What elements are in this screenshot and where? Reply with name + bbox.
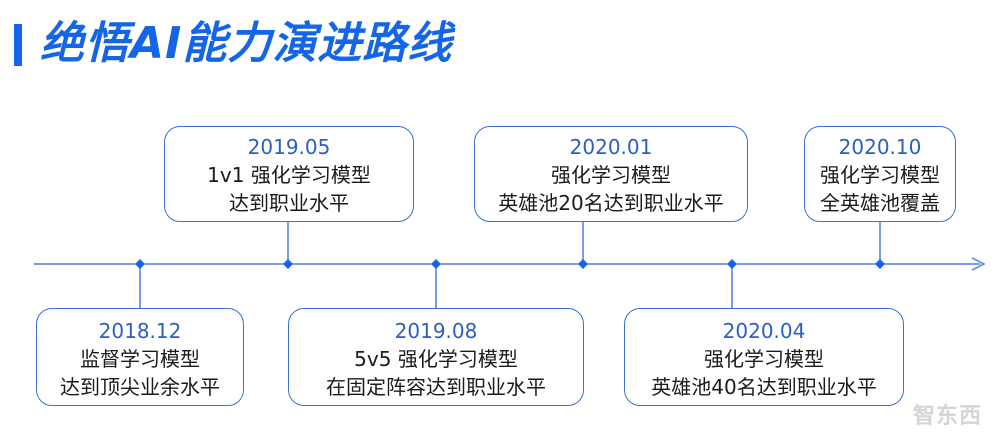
milestone-marker-3 [578, 259, 588, 269]
milestone-marker-0 [135, 259, 145, 269]
milestone-date: 2018.12 [98, 319, 182, 343]
milestone-card-2020-01: 2020.01 强化学习模型 英雄池20名达到职业水平 [474, 126, 748, 222]
milestone-markers [135, 259, 885, 269]
page-title: 绝悟AI能力演进路线 [40, 18, 453, 69]
milestone-line-2: 达到职业水平 [229, 191, 349, 215]
milestone-marker-1 [283, 259, 293, 269]
milestone-card-2019-05: 2019.05 1v1 强化学习模型 达到职业水平 [164, 126, 414, 222]
milestone-date: 2020.10 [838, 135, 922, 159]
milestone-line-1: 强化学习模型 [820, 163, 940, 187]
milestone-line-1: 5v5 强化学习模型 [354, 347, 518, 371]
milestone-line-1: 1v1 强化学习模型 [207, 163, 371, 187]
milestone-line-1: 强化学习模型 [551, 163, 671, 187]
milestone-card-2020-10: 2020.10 强化学习模型 全英雄池覆盖 [804, 126, 956, 222]
milestone-date: 2019.05 [247, 135, 331, 159]
milestone-line-1: 强化学习模型 [704, 347, 824, 371]
milestone-line-2: 英雄池20名达到职业水平 [498, 191, 724, 215]
milestone-line-1: 监督学习模型 [80, 347, 200, 371]
milestone-card-2020-04: 2020.04 强化学习模型 英雄池40名达到职业水平 [624, 308, 904, 406]
watermark-logo: 智东西 [912, 404, 982, 429]
milestone-marker-5 [875, 259, 885, 269]
milestone-connectors [139, 222, 881, 308]
milestone-card-2018-12: 2018.12 监督学习模型 达到顶尖业余水平 [36, 308, 244, 406]
milestone-marker-4 [727, 259, 737, 269]
title-accent-bar [14, 24, 22, 66]
milestone-marker-2 [431, 259, 441, 269]
milestone-line-2: 英雄池40名达到职业水平 [651, 375, 877, 399]
milestone-card-2019-08: 2019.08 5v5 强化学习模型 在固定阵容达到职业水平 [288, 308, 584, 406]
milestone-date: 2020.01 [569, 135, 653, 159]
milestone-line-2: 达到顶尖业余水平 [60, 375, 220, 399]
milestone-date: 2020.04 [722, 319, 806, 343]
timeline-arrow-head [971, 257, 986, 271]
milestone-date: 2019.08 [394, 319, 478, 343]
milestone-line-2: 在固定阵容达到职业水平 [326, 375, 546, 399]
milestone-line-2: 全英雄池覆盖 [820, 191, 940, 215]
